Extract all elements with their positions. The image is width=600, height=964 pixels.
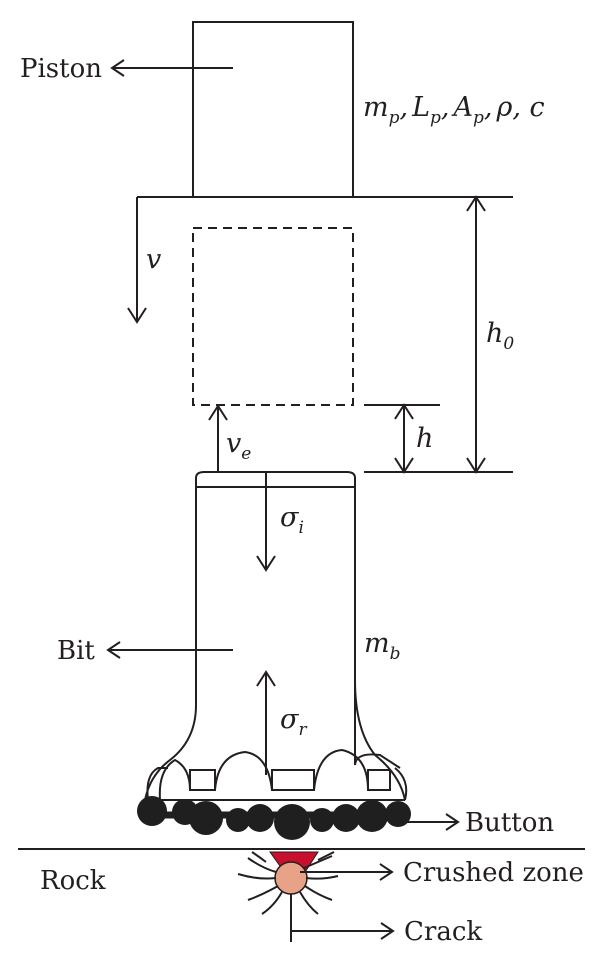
button-insert <box>226 808 250 832</box>
h-label: h <box>416 423 433 454</box>
h0-label: h0 <box>486 318 514 354</box>
bit-right-flare <box>354 679 406 801</box>
bit-body <box>144 471 401 801</box>
h0-arrowhead-top <box>466 195 486 212</box>
button-insert <box>310 808 334 832</box>
button-insert <box>274 804 310 840</box>
button-insert <box>137 796 167 826</box>
button-label: Button <box>465 808 554 838</box>
piston-params-label: mp, Lp, Ap, ρ, c <box>363 92 545 128</box>
button-insert <box>385 801 411 827</box>
piston-dashed-position <box>192 227 354 406</box>
piston-arrowhead <box>110 59 125 77</box>
button-insert <box>189 801 223 835</box>
sigma-i-label: σi <box>280 502 304 538</box>
sigma-r-label: σr <box>280 704 307 740</box>
sigma-r-arrowhead <box>256 670 276 687</box>
mb-label: mb <box>364 628 401 664</box>
bit-arrowhead <box>106 641 121 659</box>
velocity-e-label: ve <box>226 428 251 464</box>
piston-block <box>192 21 354 198</box>
crack-label: Crack <box>404 917 482 947</box>
button-insert <box>246 804 274 832</box>
piston-label: Piston <box>20 54 102 84</box>
crushed-zone-label: Crushed zone <box>403 858 584 888</box>
rock-label: Rock <box>40 866 106 896</box>
velocity-arrowhead <box>127 307 147 324</box>
bit-label: Bit <box>57 636 95 666</box>
velocity-e-arrowhead <box>208 404 228 421</box>
crushed-zone-arrowhead <box>379 863 394 881</box>
sigma-i-arrowhead <box>256 555 276 572</box>
button-insert <box>332 804 360 832</box>
velocity-label: v <box>146 244 161 275</box>
crack-origin <box>274 861 308 895</box>
cracks <box>237 851 339 915</box>
h-arrowhead-top <box>394 403 414 420</box>
button-arrowhead <box>445 813 460 831</box>
crack-arrowhead <box>380 922 395 940</box>
button-insert <box>356 800 388 832</box>
buttons <box>137 796 411 840</box>
